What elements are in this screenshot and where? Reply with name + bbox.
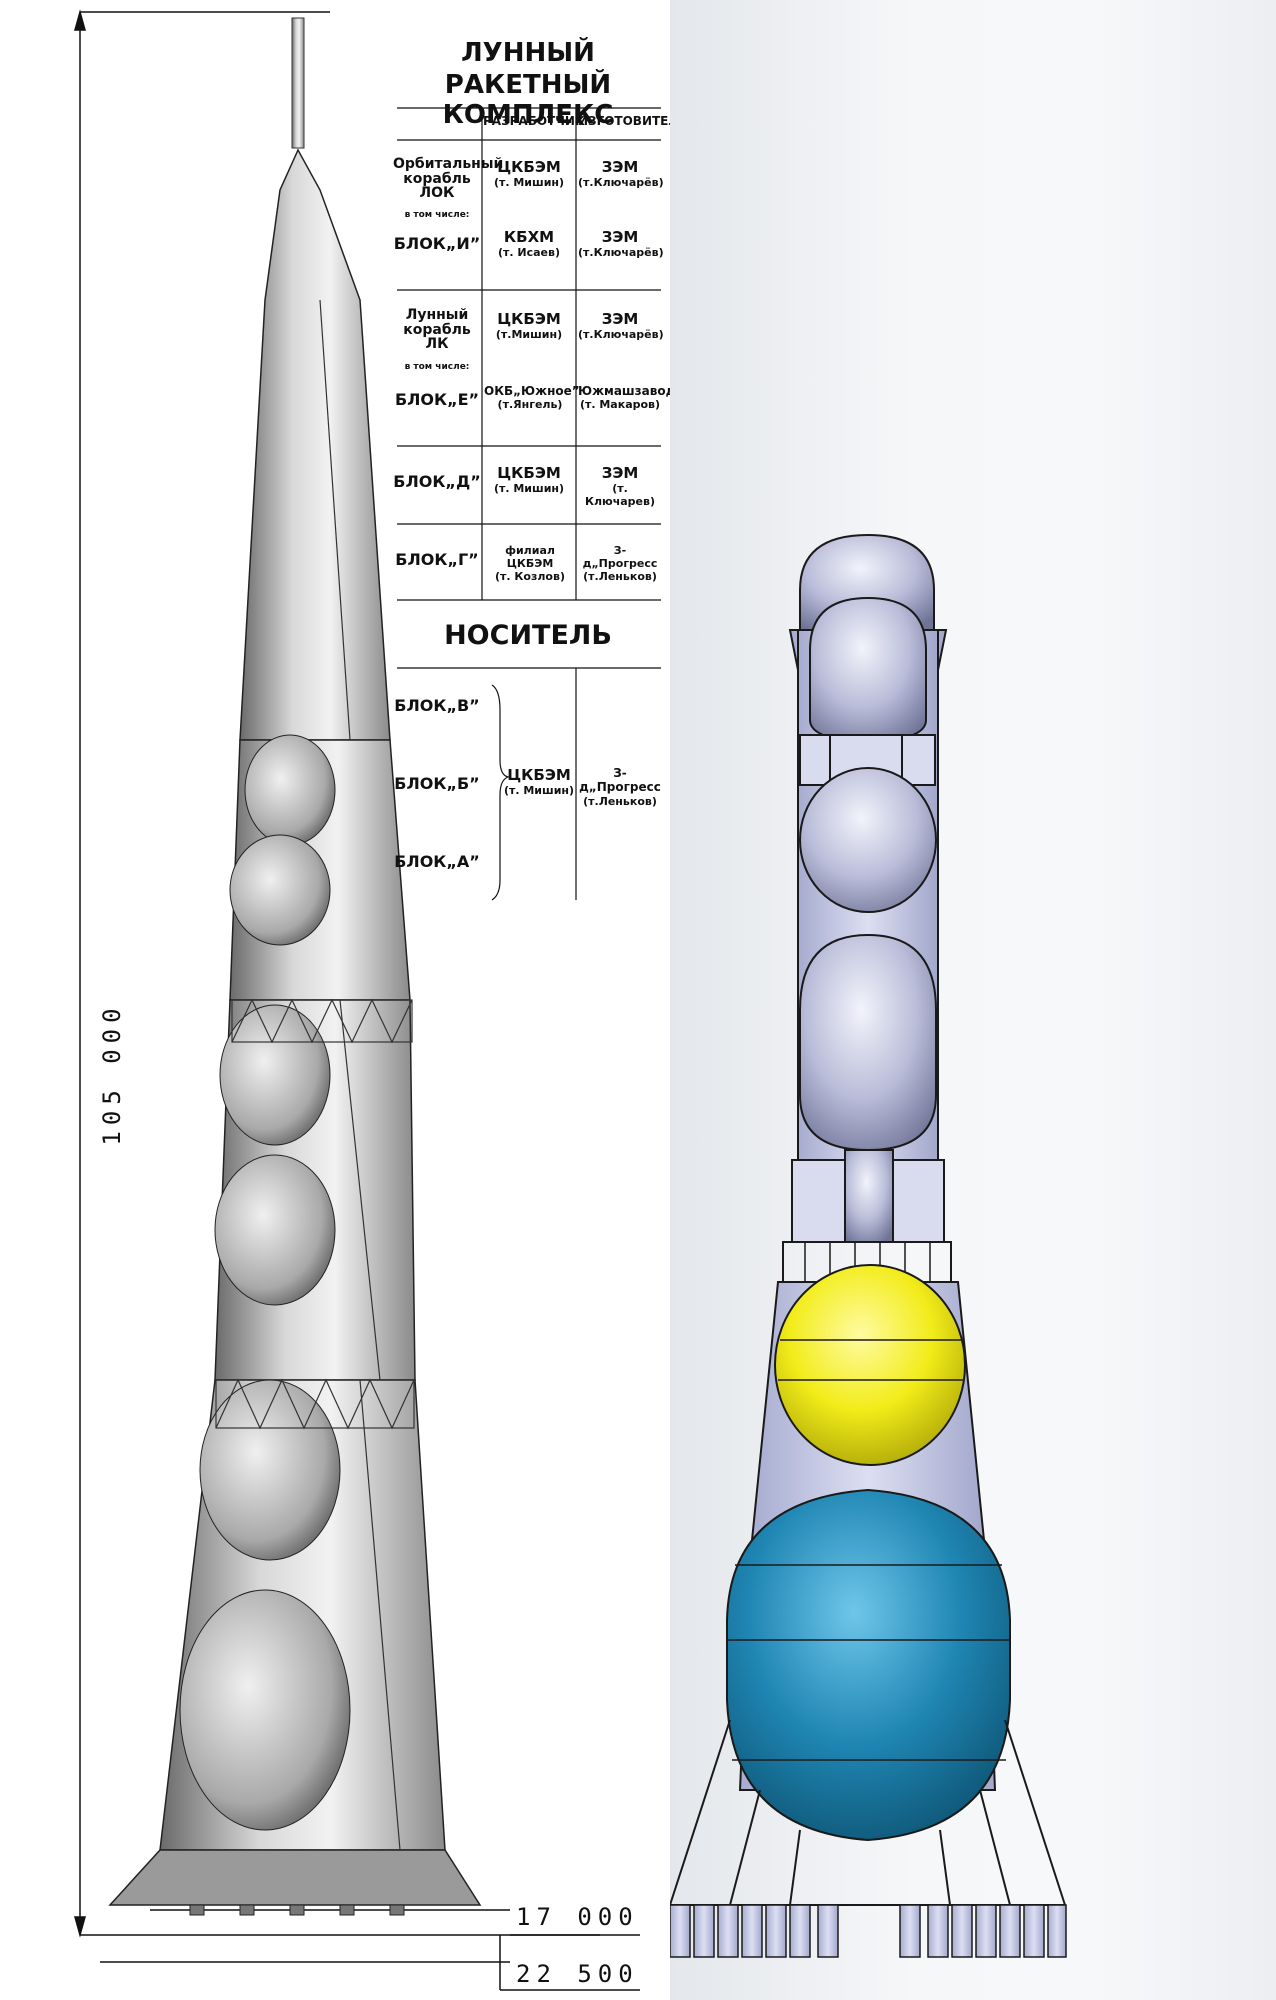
rocket-cutaway-drawing (74, 9, 661, 1991)
dimension-base: 17 000 (516, 1903, 639, 1931)
header-developer: РАЗРАБОТЧИК (483, 114, 585, 128)
cad-render-panel (670, 0, 1276, 2000)
row-name-lok: Орбитальный корабль ЛОК (393, 156, 504, 202)
carrier-block-a: БЛОК„А” (394, 852, 480, 871)
title-line-1: ЛУННЫЙ (461, 38, 595, 68)
row-name-block-d: БЛОК„Д” (393, 472, 481, 491)
row-sub-1: в том числе: (404, 210, 470, 220)
row-dev-block-i: КБХМ(т. Исаев) (497, 228, 560, 259)
table-grid (397, 107, 661, 901)
row-man-lk: ЗЭМ(т.Ключарёв) (578, 310, 664, 341)
row-dev-lok: ЦКБЭМ(т. Мишин) (493, 158, 565, 189)
row-man-block-d: ЗЭМ(т. Ключарев) (584, 464, 656, 509)
dimension-width: 22 500 (516, 1960, 639, 1988)
carrier-block-b: БЛОК„Б” (394, 774, 480, 793)
carrier-block-v: БЛОК„В” (394, 696, 480, 715)
row-dev-block-g: филиал ЦКБЭМ(т. Козлов) (495, 544, 565, 584)
title-line-2: РАКЕТНЫЙ КОМПЛЕКС (442, 70, 614, 130)
dimension-height: 105 000 (98, 1002, 126, 1146)
row-name-block-i: БЛОК„И” (393, 234, 481, 253)
row-name-lk: Лунный корабль ЛК (403, 307, 471, 353)
cad-structure (670, 533, 1067, 1958)
row-dev-block-e: ОКБ„Южное”(т.Янгель) (484, 384, 580, 412)
rocket-body (108, 17, 482, 1916)
dimension-lines (74, 9, 640, 1991)
header-manufacturer: ИЗГОТОВИТЕЛЬ (578, 114, 688, 128)
row-man-block-i: ЗЭМ(т.Ключарёв) (578, 228, 664, 259)
carrier-man: З-д„Прогресс(т.Леньков) (579, 766, 661, 808)
drawing-panel: ЛУННЫЙ РАКЕТНЫЙ КОМПЛЕКС РАЗРАБОТЧИК ИЗГ… (74, 9, 688, 1991)
carrier-dev: ЦКБЭМ(т. Мишин) (503, 766, 575, 797)
row-man-block-g: З-д„Прогресс(т.Леньков) (582, 544, 658, 584)
carrier-title: НОСИТЕЛЬ (444, 620, 612, 651)
row-name-block-g: БЛОК„Г” (395, 550, 479, 569)
rocket-cad-model (670, 533, 1067, 1958)
row-sub-3: в том числе: (404, 362, 470, 372)
row-dev-lk: ЦКБЭМ(т.Мишин) (495, 310, 563, 341)
row-man-lok: ЗЭМ(т.Ключарёв) (578, 158, 664, 189)
row-name-block-e: БЛОК„Е” (394, 390, 480, 409)
row-man-block-e: Южмашзавод(т. Макаров) (578, 384, 676, 412)
row-dev-block-d: ЦКБЭМ(т. Мишин) (493, 464, 565, 495)
